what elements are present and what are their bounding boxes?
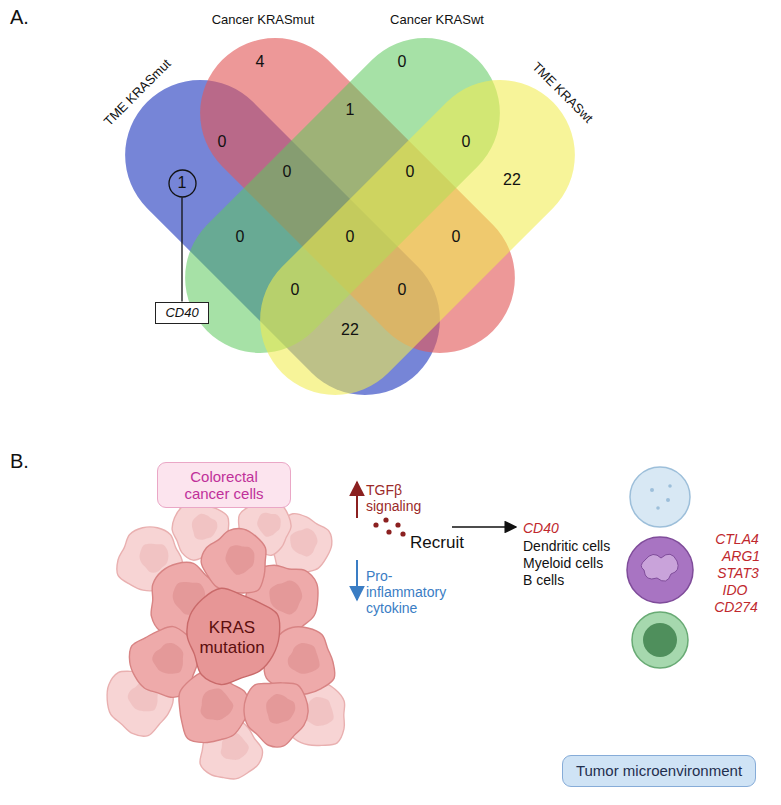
region-count: 0 — [236, 228, 245, 246]
node-text: Tumor microenvironment — [576, 762, 742, 779]
cell-nucleus — [140, 544, 169, 573]
cell-nucleus — [290, 528, 317, 556]
factor-dot — [386, 529, 391, 534]
region-count: 0 — [346, 228, 355, 246]
mutation-label: KRAS mutation — [186, 618, 278, 657]
gene-label: CD274 — [714, 599, 758, 615]
venn-set-yellow — [229, 49, 606, 426]
cell-nucleus — [201, 688, 234, 720]
gene-label: ARG1 — [722, 548, 760, 564]
cancer-cell — [187, 588, 280, 684]
granule — [666, 498, 670, 502]
gene-label: IDO — [723, 582, 748, 598]
node-text: Colorectal cancer cells — [174, 468, 274, 503]
decrease-arrow — [356, 560, 358, 600]
signal-label: TGFβ signaling — [366, 482, 438, 514]
region-count: 0 — [398, 53, 407, 71]
b-cell-nucleus — [643, 623, 677, 657]
factor-dot — [373, 522, 378, 527]
factor-dot — [400, 531, 405, 536]
region-count: 1 — [346, 101, 355, 119]
region-count: 4 — [256, 53, 265, 71]
panel-letter: A. — [10, 6, 29, 29]
cell-nucleus — [225, 545, 254, 575]
factor-dot — [383, 517, 388, 522]
set-label: Cancer KRASmut — [212, 13, 315, 28]
region-count: 0 — [283, 163, 292, 181]
venn-diagram — [94, 7, 606, 426]
cell-layer — [107, 501, 345, 779]
leader-line — [181, 198, 182, 302]
cancer-cell — [201, 529, 266, 593]
cancer-cell — [244, 683, 308, 747]
region-count: 22 — [341, 321, 359, 339]
circle-outline-shape — [169, 170, 196, 197]
cell-type-box: Colorectal cancer cells — [157, 462, 291, 509]
immune-cells — [627, 467, 693, 668]
region-count: 0 — [462, 133, 471, 151]
gene-label: CD40 — [523, 520, 559, 536]
region-count: 0 — [452, 228, 461, 246]
highlight-circle: 1 — [168, 169, 197, 198]
cell-nucleus — [152, 643, 183, 674]
factor-dot — [395, 522, 400, 527]
region-count: 0 — [406, 163, 415, 181]
myeloid-nucleus — [641, 554, 678, 581]
cell-type-label: Dendritic cells — [523, 538, 610, 554]
cell-nucleus — [269, 580, 302, 614]
action-label: Recruit — [410, 533, 464, 553]
b-cell — [632, 612, 688, 668]
dendritic-cell — [630, 467, 690, 527]
granule — [650, 488, 654, 492]
gene-label: STAT3 — [717, 565, 759, 581]
region-count: 22 — [503, 171, 521, 189]
cell-layer — [187, 588, 280, 684]
cell-nucleus — [192, 514, 217, 540]
cell-nucleus — [288, 643, 320, 674]
recruit-arrow — [452, 526, 516, 528]
region-count: 0 — [218, 133, 227, 151]
cancer-cell-cluster — [107, 501, 345, 779]
set-label: Cancer KRASwt — [390, 13, 484, 28]
cell-type-label: B cells — [523, 572, 564, 588]
cell-layer — [152, 545, 319, 724]
node-text: CD40 — [165, 306, 198, 321]
panel-letter: B. — [10, 450, 29, 473]
granule — [668, 484, 672, 488]
region-count: 0 — [291, 281, 300, 299]
region-count: 0 — [398, 281, 407, 299]
signal-label: Pro-inflammatory cytokine — [366, 568, 461, 616]
gene-callout-box: CD40 — [155, 302, 208, 325]
node-text: 1 — [178, 174, 187, 192]
cell-nucleus — [266, 694, 295, 724]
myeloid-cell — [627, 537, 693, 603]
gene-label: CTLA4 — [715, 531, 759, 547]
granule — [656, 506, 660, 510]
region-box: Tumor microenvironment — [562, 755, 756, 786]
cell-type-label: Myeloid cells — [523, 555, 603, 571]
cell-layer — [129, 529, 334, 747]
increase-arrow — [356, 482, 358, 518]
cell-nucleus — [257, 513, 281, 537]
secreted-factors — [373, 517, 405, 536]
